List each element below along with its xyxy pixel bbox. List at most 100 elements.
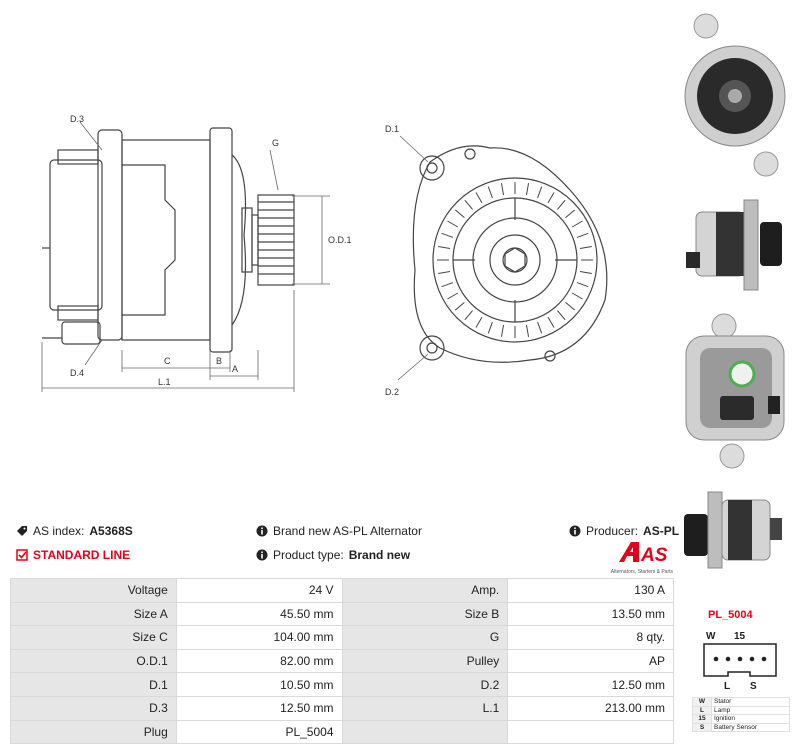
spec-key: Plug [10,719,177,745]
vent-slot [579,245,592,250]
vent-slot [500,183,505,196]
spec-key: G [341,625,509,650]
spec-key: D.2 [341,672,509,697]
as-pl-logo: AS Alternators, Starters & Parts [605,540,673,575]
spec-value: 24 V [175,578,343,603]
alternator-photo-side [686,199,782,291]
vent-slot [447,220,459,228]
spec-value: 13.50 mm [507,601,674,627]
spec-value: 213.00 mm [507,695,674,721]
spec-key: L.1 [341,695,509,721]
spec-key [341,719,509,745]
label-d4: D.4 [70,368,84,378]
vent-slot [579,270,592,275]
alternator-photo-rear [685,313,785,469]
spec-value: 82.00 mm [175,648,343,674]
label-b: B [216,356,222,366]
spec-value: 8 qty. [507,625,674,650]
spec-key: D.1 [10,672,177,697]
legend-code: L [692,705,712,715]
vent-slot [525,183,530,196]
checkbox-icon [16,549,28,561]
as-index-label: AS index: [33,524,85,538]
product-type-value: Brand new [348,548,411,562]
spec-value: AP [507,648,674,674]
vent-slot [557,199,566,210]
producer-label: Producer: [586,524,639,538]
vent-slot [438,245,451,250]
vent-slot [547,192,555,204]
vent-slot [576,282,589,288]
label-l1: L.1 [158,377,171,387]
vent-slot [447,292,459,300]
vent-slot [565,302,576,311]
vent-slot [441,232,454,238]
pin-label-w: W [706,631,716,642]
plug-connector-diagram: W 15 L S [703,631,777,692]
vent-slot [565,209,576,218]
spec-key: Size A [10,601,177,627]
vent-slot [537,186,543,199]
pin-label-15: 15 [734,631,746,642]
as-index: AS index: A5368S [16,524,133,538]
logo-tagline: Alternators, Starters & Parts [610,569,673,575]
as-index-value: A5368S [89,524,133,538]
producer-value: AS-PL [643,524,680,538]
spec-key: Amp. [341,578,509,603]
product-type-label: Product type: [273,548,344,562]
vent-slot [454,209,465,218]
pin-label-s: S [750,681,757,692]
label-od1: O.D.1 [328,235,352,245]
description-text: Brand new AS-PL Alternator [273,524,422,538]
spec-key: O.D.1 [10,648,177,674]
vent-slot [525,324,530,337]
label-d3: D.3 [70,114,84,124]
standard-line: STANDARD LINE [16,548,130,562]
vent-slot [464,310,473,321]
spec-key: Size C [10,625,177,650]
vent-slot [454,302,465,311]
spec-value: 12.50 mm [175,695,343,721]
spec-value: PL_5004 [175,719,343,745]
vent-slot [475,316,483,328]
spec-value [507,719,674,745]
side-view-drawing: D.3 G O.D.1 D.4 C B A L.1 [41,114,352,392]
pin-label-l: L [724,681,730,692]
logo-text: AS [640,545,668,566]
spec-key: Pulley [341,648,509,674]
vent-slot [487,186,493,199]
info-icon [569,525,581,537]
spec-value: 12.50 mm [507,672,674,697]
vent-slot [571,220,583,228]
legend-desc: Battery Sensor [711,722,790,732]
spec-value: 130 A [507,578,674,603]
legend-code: S [692,722,712,732]
vent-slot [441,282,454,288]
as-logo-mark: AS [619,542,668,566]
vent-slot [576,232,589,238]
spec-value: 10.50 mm [175,672,343,697]
spec-value: 104.00 mm [175,625,343,650]
info-icon [256,525,268,537]
vent-slot [547,316,555,328]
description: Brand new AS-PL Alternator [256,524,422,538]
info-icon [256,549,268,561]
label-g: G [272,138,279,148]
plug-title: PL_5004 [708,609,753,621]
vent-slot [464,199,473,210]
vent-slot [438,270,451,275]
vent-slot [571,292,583,300]
label-a: A [232,364,238,374]
vent-slot [487,321,493,334]
